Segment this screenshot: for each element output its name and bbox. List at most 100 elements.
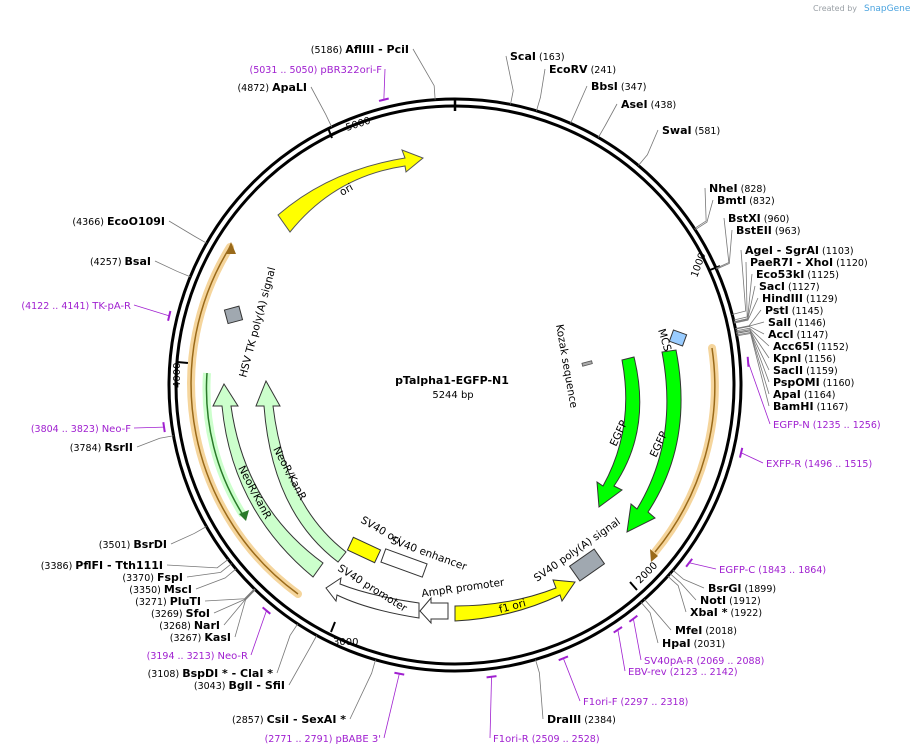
primer-site[interactable]: (2771 .. 2791) pBABE 3' (265, 671, 405, 745)
enzyme-leader (349, 659, 376, 720)
enzyme-site[interactable]: AseI (438) (597, 98, 676, 138)
enzyme-label: SwaI (581) (662, 124, 720, 137)
enzyme-label: Eco53kI (1125) (756, 268, 839, 281)
neor-inner-feature[interactable] (255, 379, 347, 563)
enzyme-site[interactable]: (3501) BsrDI (99, 526, 207, 551)
enzyme-site[interactable]: HpaI (2031) (640, 601, 725, 650)
enzyme-site[interactable]: MfeI (2018) (644, 599, 737, 637)
enzyme-leader (136, 435, 174, 448)
enzyme-label: BbsI (347) (591, 80, 646, 93)
primer-label: (3804 .. 3823) Neo-F (31, 424, 131, 435)
mcs-feature[interactable] (668, 329, 688, 347)
ori-feature[interactable] (277, 149, 424, 233)
enzyme-site[interactable]: (3350) MscI (129, 568, 237, 596)
enzyme-site[interactable]: (3043) BglI - SfiI (194, 635, 318, 692)
enzyme-label: AccI (1147) (768, 328, 828, 341)
enzyme-site[interactable]: (5186) AflIII - PciI (311, 43, 436, 100)
enzyme-site[interactable]: SacII (1159) (736, 330, 838, 377)
primer-site[interactable]: EBV-rev (2123 .. 2142) (613, 626, 738, 678)
enzyme-label: NheI (828) (709, 182, 766, 195)
enzyme-label: ApaI (1164) (773, 388, 836, 401)
kozak-feature (581, 360, 593, 367)
sv40-ori-feature[interactable] (346, 536, 382, 564)
enzyme-site[interactable]: Acc65I (1152) (735, 327, 849, 353)
enzyme-site[interactable]: BsrGI (1899) (672, 569, 776, 595)
enzyme-label: PstI (1145) (765, 304, 823, 317)
enzyme-site[interactable]: SwaI (581) (638, 124, 720, 166)
primer-label: F1ori-F (2297 .. 2318) (583, 697, 688, 708)
tick-3000: 3000 (333, 637, 358, 648)
enzyme-label: ScaI (163) (510, 50, 565, 63)
enzyme-site[interactable]: BstEII (963) (716, 224, 800, 270)
primer-site[interactable]: F1ori-F (2297 .. 2318) (558, 655, 689, 708)
enzyme-site[interactable]: PaeR7I - XhoI (1120) (733, 256, 868, 321)
f1-ori-feature[interactable] (454, 579, 576, 622)
enzyme-leader (644, 599, 672, 631)
egfp-outer-feature[interactable] (626, 349, 682, 533)
primer-leader (632, 618, 642, 661)
enzyme-label: (3267) KasI (170, 631, 231, 644)
egfp-inner-feature[interactable] (596, 356, 641, 508)
enzyme-label: (3386) PflFI - Tth111I (41, 559, 163, 572)
primer-leader (383, 673, 400, 739)
enzyme-site[interactable]: EcoRV (241) (536, 63, 616, 111)
enzyme-site[interactable]: BmtI (832) (694, 194, 775, 231)
enzyme-leader (310, 86, 333, 128)
enzyme-site[interactable]: NheI (828) (694, 182, 766, 229)
primer-site[interactable]: (3804 .. 3823) Neo-F (31, 422, 166, 435)
primer-site[interactable]: EXFP-R (1496 .. 1515) (738, 447, 872, 470)
primer-leader (617, 629, 626, 672)
enzyme-site[interactable]: BbsI (347) (570, 80, 647, 124)
enzyme-leader (733, 273, 753, 323)
primer-site[interactable]: (5031 .. 5050) pBR322ori-F (250, 65, 389, 102)
enzyme-site[interactable]: (4366) EcoO109I (72, 215, 207, 244)
enzyme-label: BmtI (832) (717, 194, 775, 207)
enzyme-site[interactable]: ScaI (163) (505, 50, 565, 105)
primer-site[interactable]: SV40pA-R (2069 .. 2088) (628, 614, 764, 667)
enzyme-site[interactable]: Eco53kI (1125) (733, 268, 839, 323)
enzyme-leader (535, 659, 544, 720)
sv40-polya-feature (568, 548, 606, 582)
enzyme-label: (3268) NarI (159, 619, 220, 632)
enzyme-site[interactable]: HindIII (1129) (734, 292, 838, 324)
enzyme-site[interactable]: NotI (1912) (669, 573, 761, 607)
orf-arcs (187, 242, 719, 598)
primer-site[interactable]: EGFP-N (1235 .. 1256) (746, 356, 881, 431)
enzyme-site[interactable]: PstI (1145) (735, 304, 823, 329)
enzyme-leader (733, 285, 756, 323)
primer-label: (4122 .. 4141) TK-pA-R (21, 301, 131, 312)
enzyme-site[interactable]: (2857) CsiI - SexAI * (232, 659, 376, 726)
enzyme-site[interactable]: XbaI * (1922) (667, 575, 762, 619)
primer-site[interactable]: EGFP-C (1843 .. 1864) (685, 558, 826, 576)
enzyme-site[interactable]: (3108) BspDI * - ClaI * (148, 623, 299, 680)
primer-leader (689, 562, 717, 570)
enzyme-label: AgeI - SgrAI (1103) (745, 244, 854, 257)
enzyme-leader (736, 329, 770, 359)
enzyme-site[interactable]: (3784) RsrII (70, 435, 174, 454)
enzyme-site[interactable]: (3271) PluTI (135, 588, 255, 608)
enzyme-site[interactable]: DraIII (2384) (535, 659, 616, 726)
primer-label: SV40pA-R (2069 .. 2088) (644, 656, 764, 667)
enzyme-site[interactable]: (4257) BsaI (90, 255, 191, 278)
primer-site[interactable]: (3194 .. 3213) Neo-R (147, 606, 271, 662)
enzyme-site[interactable]: KpnI (1156) (736, 329, 836, 365)
enzyme-label: HindIII (1129) (762, 292, 838, 305)
enzyme-site[interactable]: (3267) KasI (170, 589, 256, 644)
primer-site[interactable]: (4122 .. 4141) TK-pA-R (21, 301, 172, 321)
enzyme-site[interactable]: (3370) FspI (122, 563, 232, 584)
enzyme-leader (669, 573, 697, 601)
enzyme-site[interactable]: SacI (1127) (733, 280, 820, 323)
enzyme-site[interactable]: (4872) ApaLI (237, 81, 333, 128)
neor-outer-feature[interactable] (212, 382, 324, 578)
primer-site[interactable]: F1ori-R (2509 .. 2528) (486, 675, 600, 745)
enzyme-site[interactable]: AgeI - SgrAI (1103) (732, 244, 854, 315)
enzyme-label: (3370) FspI (122, 571, 183, 584)
enzyme-site[interactable]: BstXI (960) (715, 212, 789, 269)
enzyme-site[interactable]: (3386) PflFI - Tth111I (41, 558, 229, 572)
enzyme-leader (168, 220, 207, 244)
ampr-promoter-feature (419, 596, 449, 625)
enzyme-label: XbaI * (1922) (690, 606, 762, 619)
enzyme-leader (735, 327, 770, 347)
enzyme-label: HpaI (2031) (662, 637, 725, 650)
enzyme-leader (505, 55, 514, 105)
